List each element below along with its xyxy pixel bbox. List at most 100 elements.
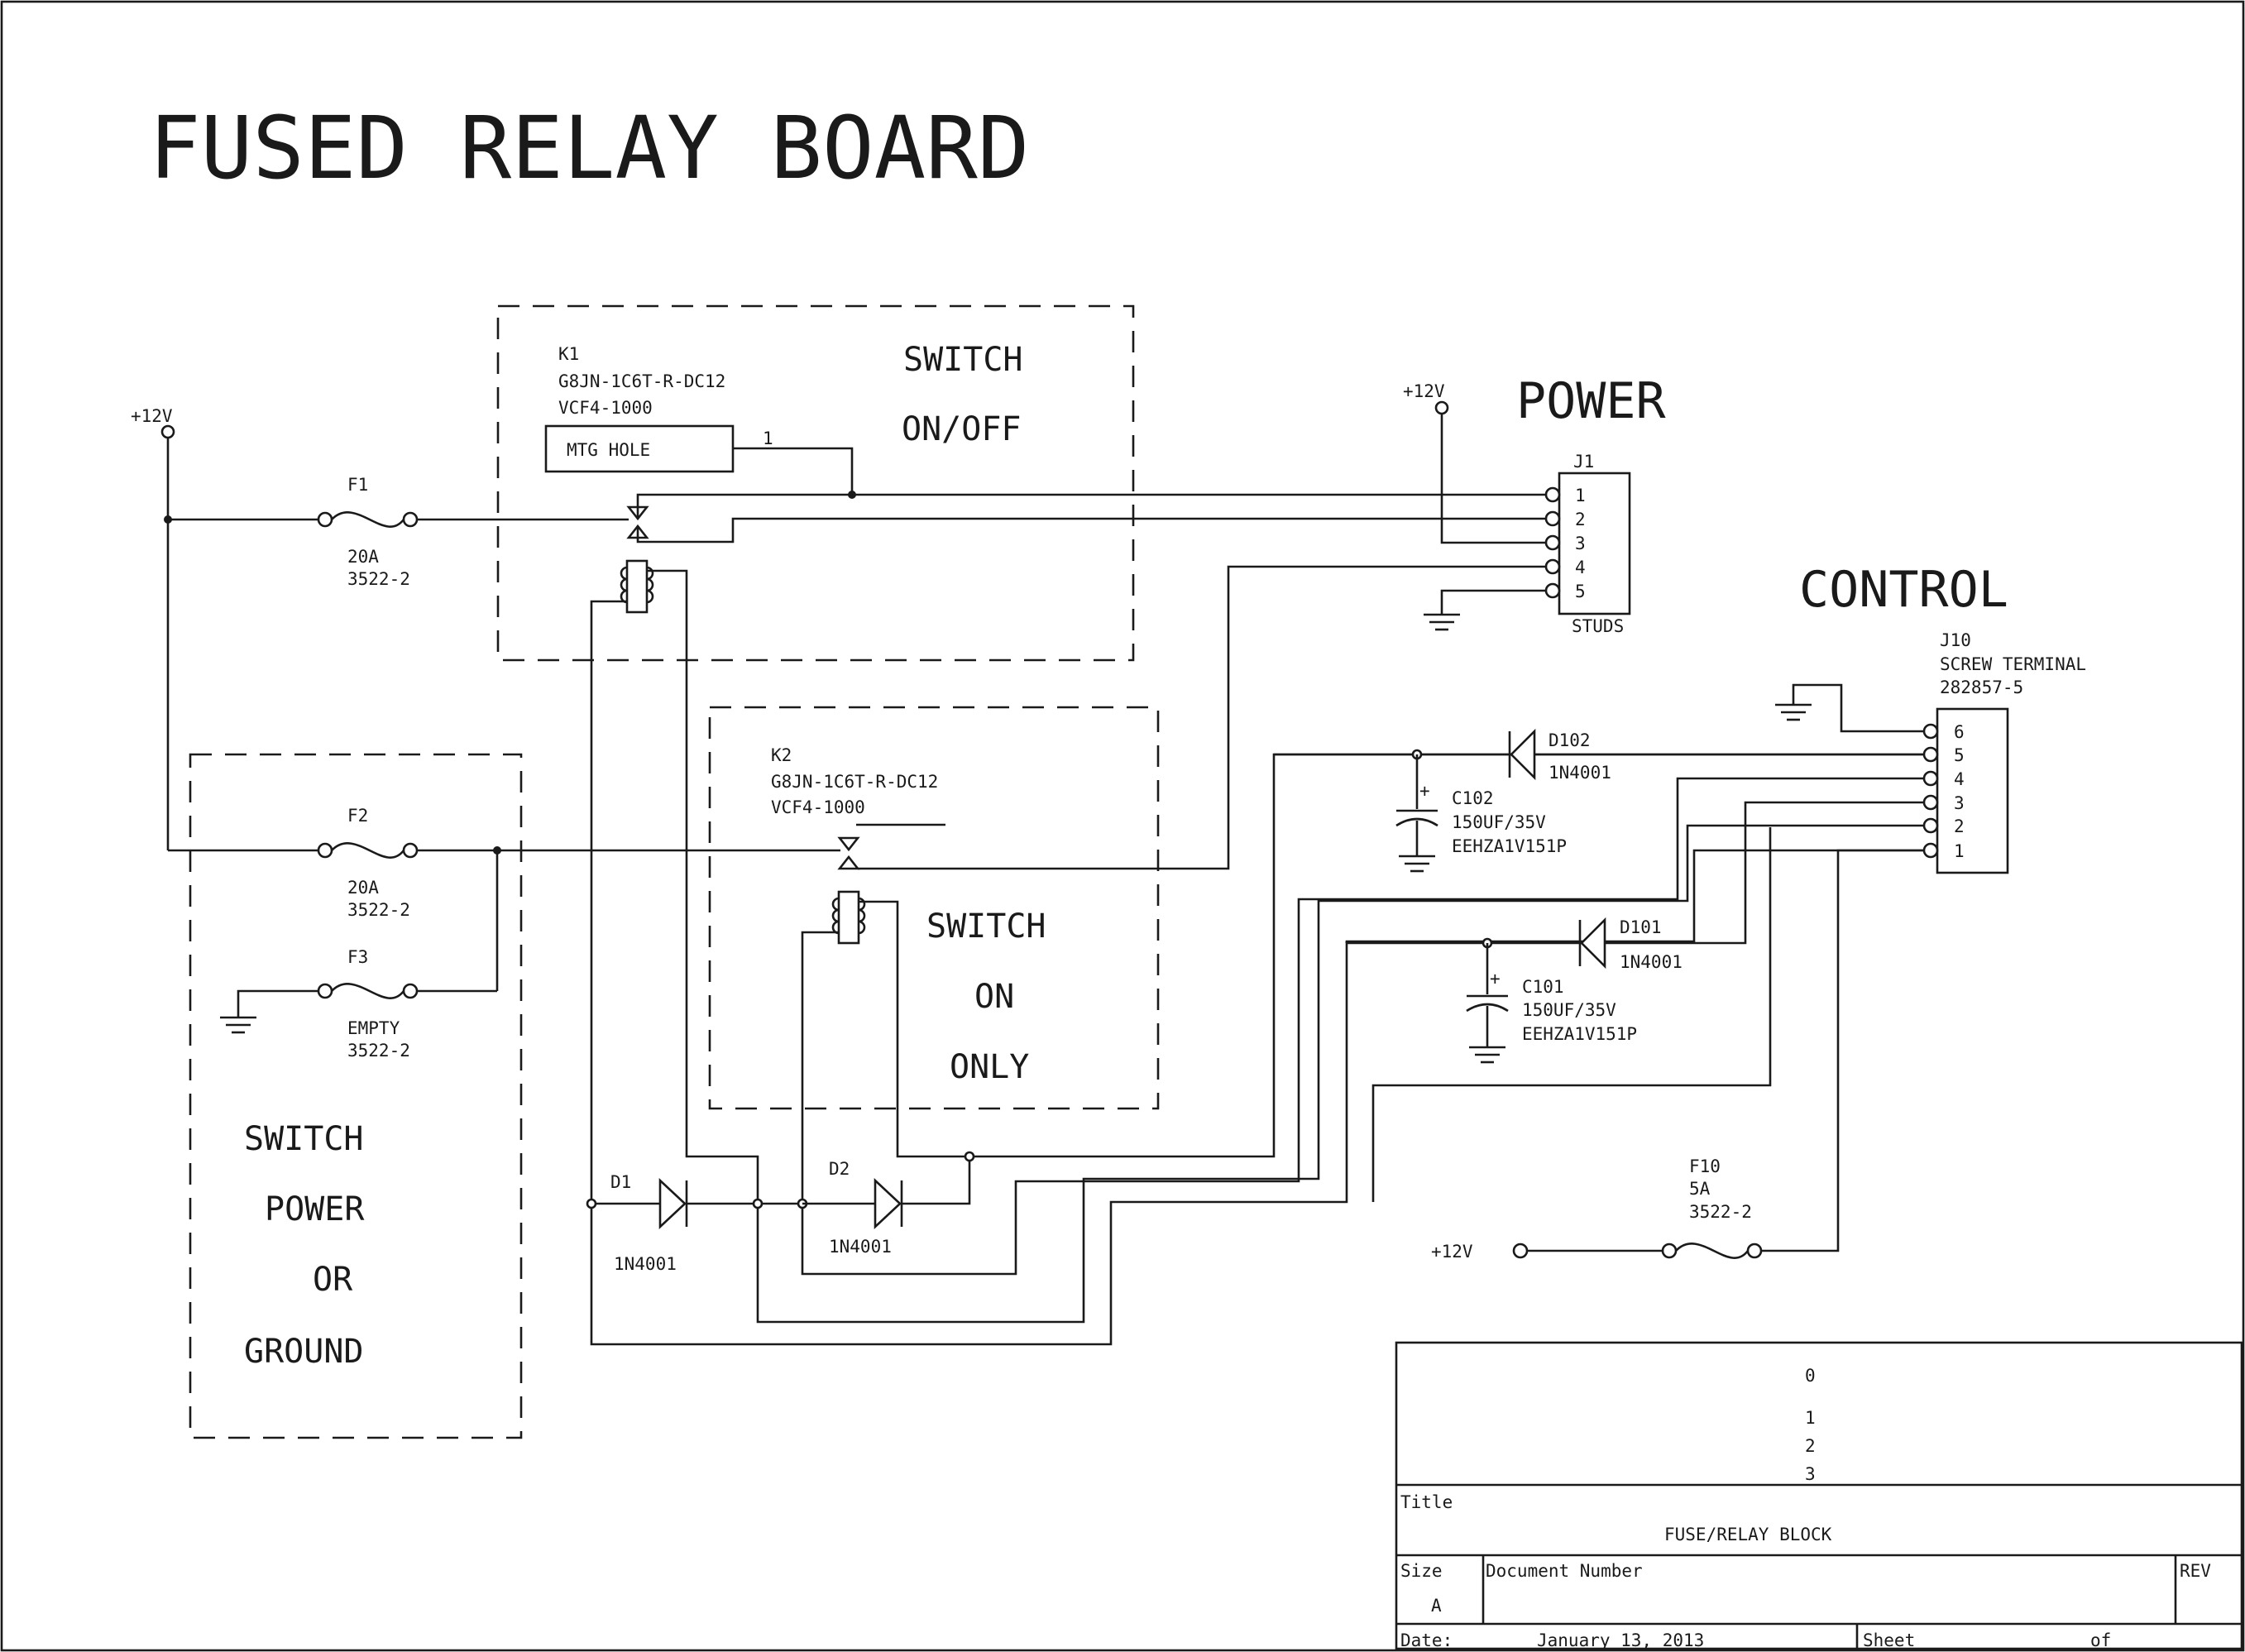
d101-ref: D101 [1620, 917, 1662, 937]
v12-bottom-label: +12V [1431, 1242, 1473, 1262]
k1-part: G8JN-1C6T-R-DC12 [558, 371, 725, 391]
block1-label-line2: ON/OFF [902, 410, 1022, 448]
j1-connector [1558, 472, 1631, 615]
rev-row-1: 1 [1805, 1408, 1816, 1428]
block3-label-line2: POWER [265, 1190, 365, 1228]
j10-type: SCREW TERMINAL [1940, 654, 2086, 674]
power-title: POWER [1516, 372, 1666, 430]
j1-pin-5: 5 [1575, 582, 1586, 601]
mtg-wire [733, 447, 854, 495]
rev-label: REV [2180, 1561, 2211, 1581]
d1-ref: D1 [610, 1172, 631, 1192]
v12-left-label: +12V [131, 406, 173, 426]
j1-type: STUDS [1572, 616, 1624, 636]
rev-row-3: 3 [1805, 1464, 1816, 1484]
j10-pin-2: 2 [1954, 816, 1965, 836]
d101-part: 1N4001 [1620, 952, 1683, 972]
switch-on-only-block [708, 706, 1160, 1110]
size-label: Size [1400, 1561, 1443, 1581]
control-title: CONTROL [1799, 561, 2008, 619]
title-block [1395, 1341, 2243, 1650]
ground-j10 [1774, 703, 1813, 721]
j1-ref: J1 [1573, 452, 1594, 472]
c101-ref: C101 [1522, 977, 1564, 997]
k1-socket: VCF4-1000 [558, 398, 653, 418]
f3-rating: EMPTY [347, 1018, 400, 1038]
c102-ref: C102 [1452, 788, 1494, 808]
d2-part: 1N4001 [829, 1237, 892, 1257]
k2-coil [837, 890, 860, 945]
f10-rating: 5A [1689, 1179, 1711, 1199]
k2-socket: VCF4-1000 [771, 797, 865, 817]
c102-polarity: + [1419, 781, 1430, 801]
mtg-hole-label: MTG HOLE [567, 440, 650, 460]
fuse-f10 [1661, 1243, 1763, 1259]
switch-power-ground-block [189, 753, 523, 1439]
j1-pins [1544, 486, 1561, 599]
ground-c102 [1397, 855, 1437, 873]
switch-on-off-block [496, 304, 1135, 662]
d102-ref: D102 [1549, 730, 1591, 750]
k1-coil [625, 559, 649, 614]
k2-contact-lower [837, 855, 860, 870]
j10-pin-5: 5 [1954, 745, 1965, 765]
block3-label-line1: SWITCH [244, 1120, 364, 1158]
f2-rating: 20A [347, 878, 379, 898]
k2-contact-upper [837, 836, 860, 852]
k2-ref: K2 [771, 745, 792, 765]
v12-bottom-terminal [1512, 1243, 1529, 1259]
diode-d101 [1578, 917, 1606, 970]
title-value: FUSE/RELAY BLOCK [1664, 1525, 1832, 1544]
block2-label-line1: SWITCH [926, 907, 1046, 946]
j1-pin-3: 3 [1575, 534, 1586, 553]
c101-value: 150UF/35V [1522, 1000, 1616, 1020]
j10-pin-6: 6 [1954, 722, 1965, 742]
block2-label-line3: ONLY [950, 1048, 1029, 1086]
f10-ref: F10 [1689, 1156, 1721, 1176]
d1-part: 1N4001 [614, 1254, 677, 1274]
capacitor-c102 [1395, 809, 1438, 856]
capacitor-c101 [1466, 994, 1509, 1047]
j10-part: 282857-5 [1940, 678, 2023, 697]
c101-polarity: + [1490, 969, 1501, 989]
j1-pin-4: 4 [1575, 558, 1586, 577]
j10-ref: J10 [1940, 630, 1971, 650]
f10-part: 3522-2 [1689, 1202, 1752, 1222]
f1-part: 3522-2 [347, 569, 410, 589]
diode-d102 [1508, 728, 1536, 781]
fuse-f2 [317, 842, 419, 859]
j10-pin-3: 3 [1954, 793, 1965, 813]
c102-value: 150UF/35V [1452, 812, 1546, 832]
date-label: Date: [1400, 1630, 1453, 1650]
f3-ref: F3 [347, 947, 368, 967]
j10-pin-1: 1 [1954, 841, 1965, 861]
j10-pins [1922, 723, 1939, 859]
diode-d1 [658, 1178, 688, 1229]
of-label: of [2090, 1630, 2111, 1650]
f3-part: 3522-2 [347, 1041, 410, 1061]
rev-row-0: 0 [1805, 1366, 1816, 1386]
ground-c101 [1467, 1046, 1507, 1064]
v12-power-terminal [1434, 400, 1449, 415]
sheet-label: Sheet [1863, 1630, 1915, 1650]
ground-j1 [1422, 613, 1462, 631]
f1-rating: 20A [347, 547, 379, 567]
f2-ref: F2 [347, 806, 368, 826]
fuse-f3 [317, 983, 419, 999]
fuse-f1 [317, 511, 419, 528]
j1-pin-1: 1 [1575, 486, 1586, 505]
date-value: January 13, 2013 [1537, 1630, 1704, 1650]
schematic-title: FUSED RELAY BOARD [149, 98, 1029, 199]
f1-ref: F1 [347, 475, 368, 495]
block2-label-line2: ON [974, 978, 1014, 1016]
d2-ref: D2 [829, 1159, 850, 1179]
block3-label-line3: OR [313, 1261, 353, 1299]
diode-d2 [874, 1178, 903, 1229]
k2-part: G8JN-1C6T-R-DC12 [771, 772, 938, 792]
k1-ref: K1 [558, 344, 579, 364]
j10-pin-4: 4 [1954, 769, 1965, 789]
v12-power-label: +12V [1403, 381, 1445, 401]
v12-left-terminal [160, 424, 175, 439]
d102-part: 1N4001 [1549, 763, 1611, 783]
